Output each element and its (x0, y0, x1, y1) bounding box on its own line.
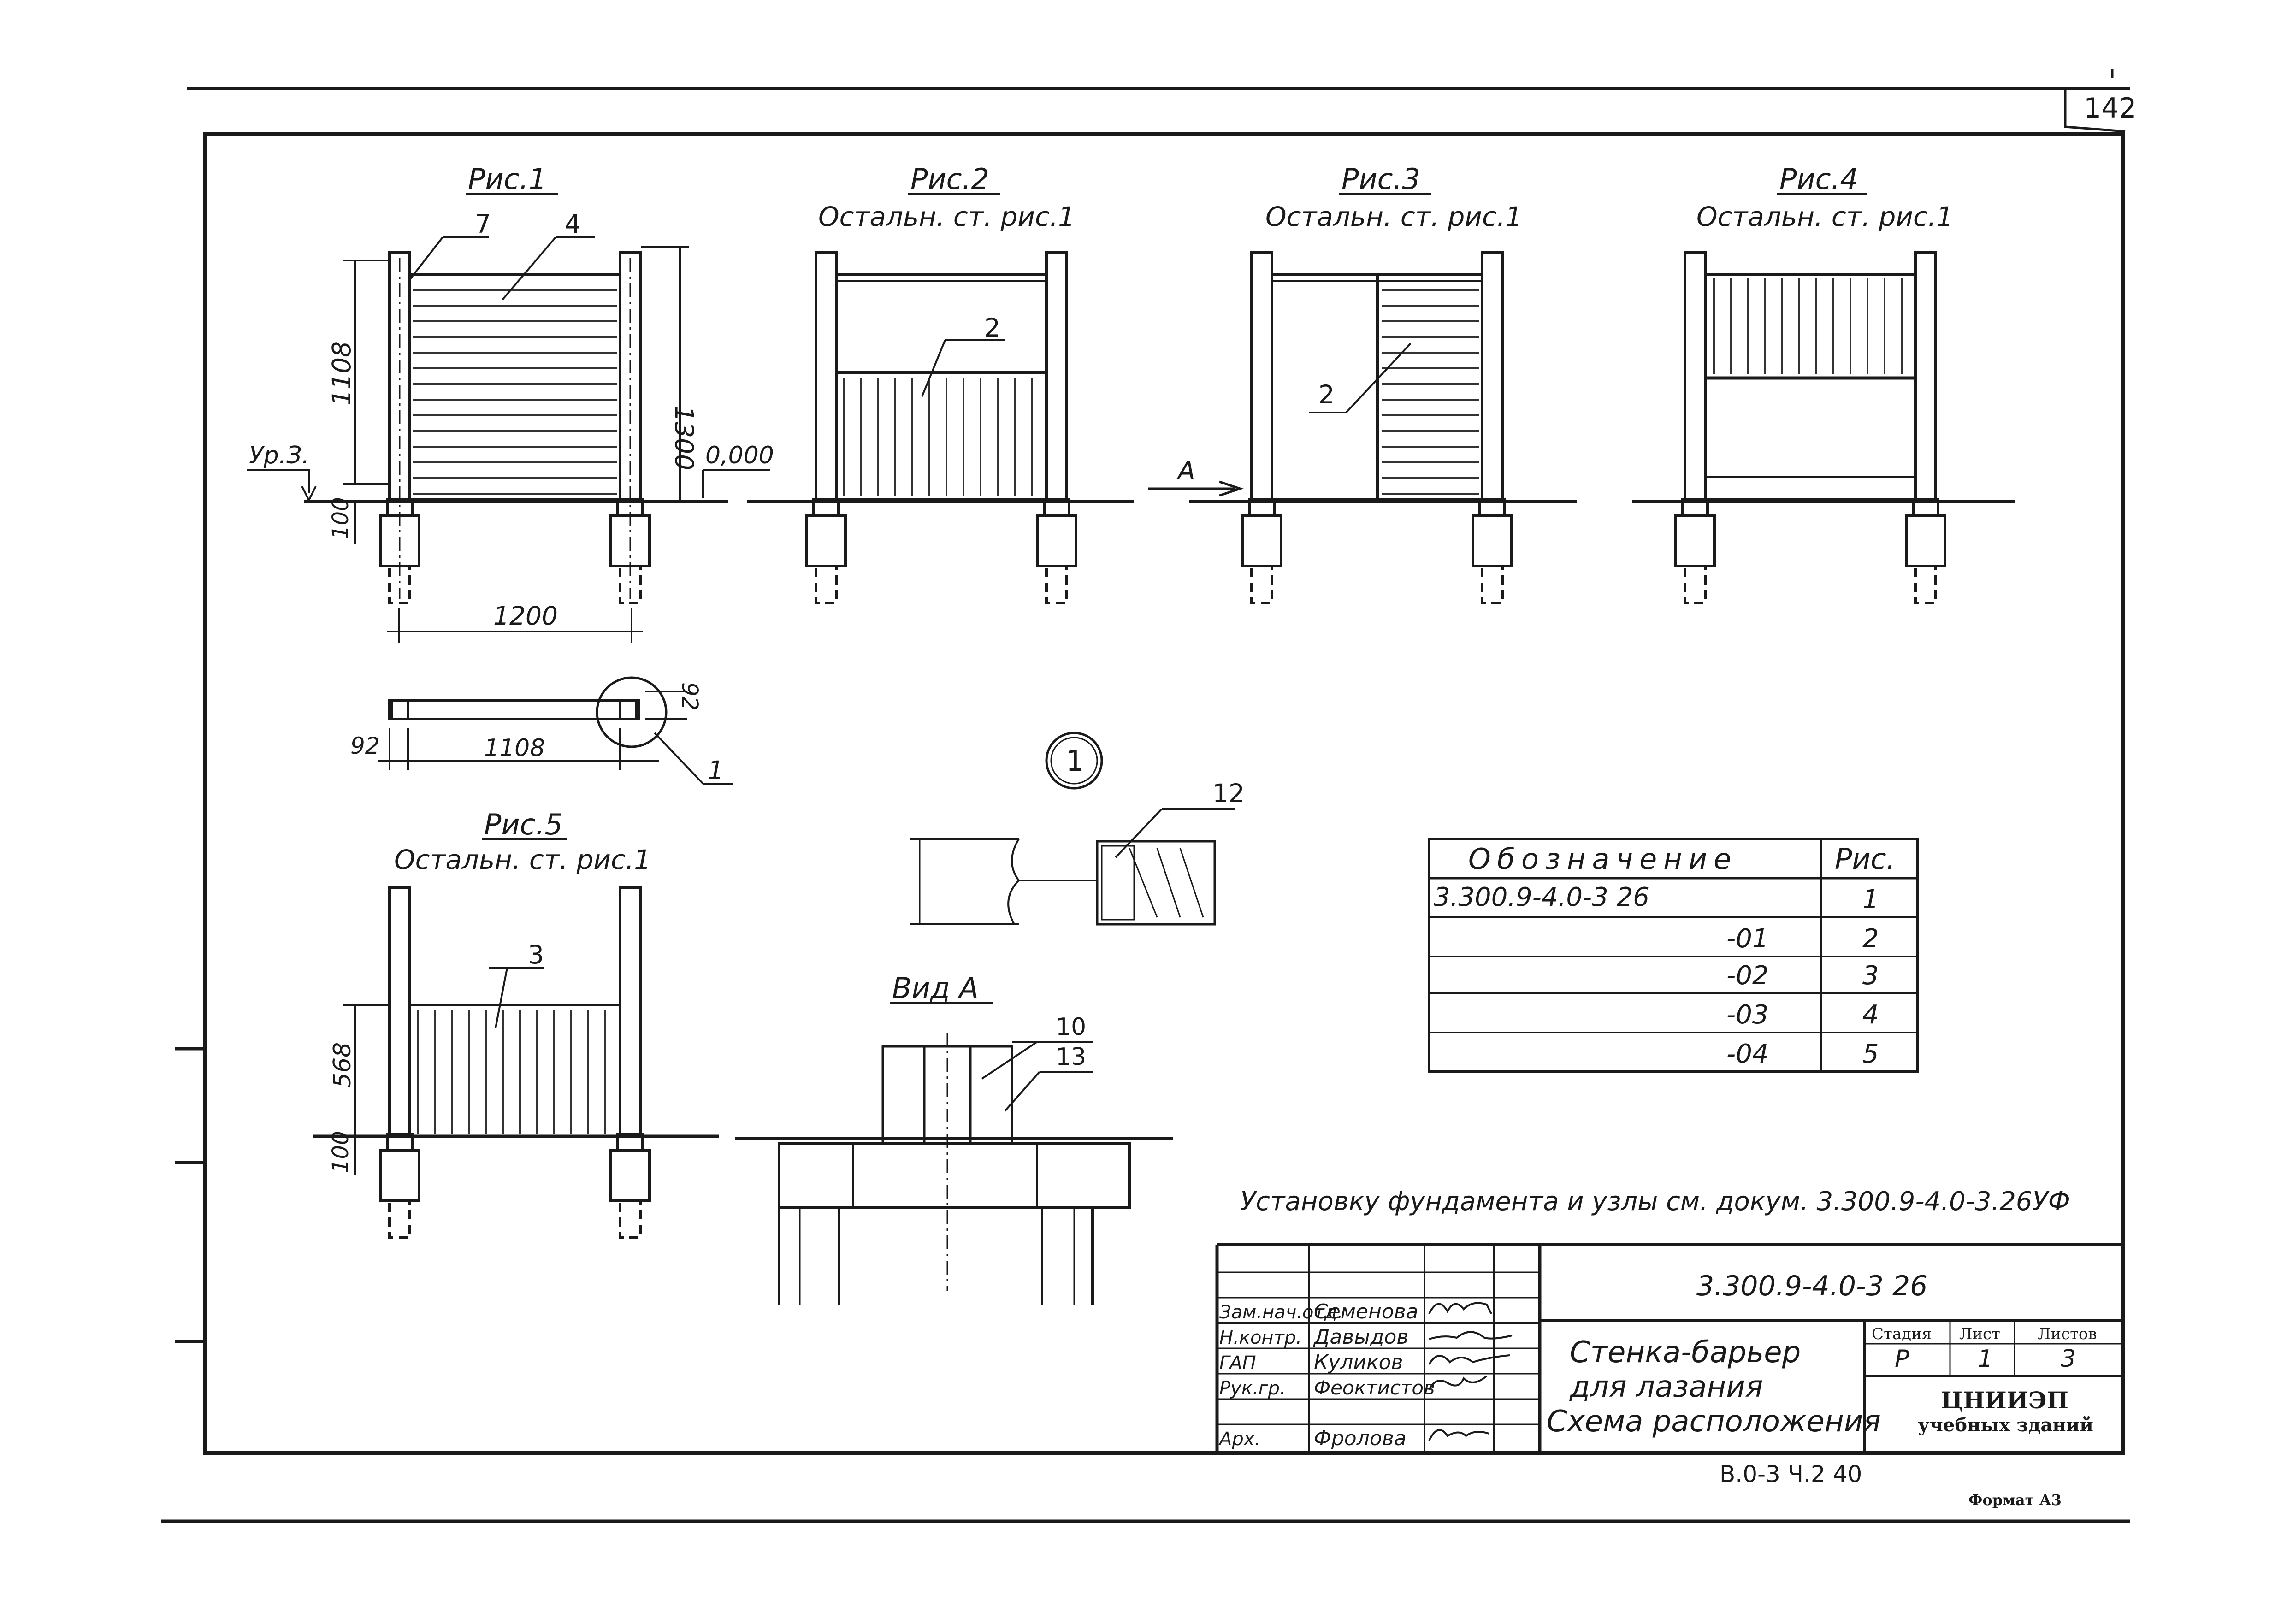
table-row-1-fig: 1 (1862, 885, 1879, 915)
figure-1: Рис.1 7 4 1108 1300 Ур.З. 0,000 100 1200 (247, 162, 774, 643)
org-sub: учебных зданий (1918, 1414, 2093, 1436)
staff-name-2: Давыдов (1313, 1325, 1408, 1349)
table-row-2-fig: 2 (1862, 924, 1879, 954)
bottom-code: В.0-3 Ч.2 40 (1720, 1461, 1862, 1488)
staff-name-1: Семенова (1314, 1300, 1418, 1323)
zero-mark: 0,000 (705, 442, 774, 469)
figure-2-title: Рис.2 (910, 162, 989, 196)
format-label: Формат А3 (1968, 1491, 2062, 1509)
org-name: ЦНИИЭП (1941, 1387, 2068, 1414)
level-label: Ур.З. (249, 442, 309, 469)
figure-3-callout: 2 (1318, 380, 1335, 409)
table-row-3-code: -02 (1726, 961, 1768, 991)
designation-table: Обозначение Рис. 3.300.9-4.0-3 26 1 -01 … (1428, 838, 1919, 1073)
table-row-4-fig: 4 (1862, 1000, 1879, 1030)
dim-1300: 1300 (669, 406, 699, 470)
table-header-designation: Обозначение (1468, 842, 1737, 876)
title-line-3: Схема расположения (1547, 1405, 1881, 1439)
callout-7: 7 (475, 209, 491, 239)
figure-4-title: Рис.4 (1779, 162, 1858, 196)
plan-view: 92 1108 92 1 (350, 676, 733, 785)
figure-5-dim-100: 100 (328, 1131, 354, 1173)
title-block: 3.300.9-4.0-3 26 Зам.нач.отд. Семенова Н… (1215, 1243, 2123, 1453)
dim-100: 100 (328, 497, 354, 539)
table-row-1-code: 3.300.9-4.0-3 26 (1434, 882, 1649, 912)
figure-3-subtitle: Остальн. ст. рис.1 (1265, 201, 1522, 232)
table-row-2-code: -01 (1726, 924, 1768, 954)
node-label: 1 (1066, 744, 1084, 778)
sheets-value: 3 (2061, 1345, 2076, 1373)
figure-4: Рис.4 Остальн. ст. рис.1 (1632, 162, 2015, 604)
figure-5-dim-568: 568 (329, 1042, 356, 1088)
staff-name-3: Куликов (1314, 1351, 1403, 1374)
node-callout-12: 12 (1212, 779, 1245, 808)
staff-role-3: ГАП (1219, 1352, 1256, 1374)
figure-5: Рис.5 Остальн. ст. рис.1 3 568 100 (313, 808, 719, 1239)
figure-3-title: Рис.3 (1342, 162, 1420, 196)
table-row-3-fig: 3 (1862, 961, 1879, 991)
table-row-5-fig: 5 (1862, 1039, 1879, 1069)
sheet-value: 1 (1978, 1345, 1993, 1373)
title-line-1: Стенка-барьер (1570, 1335, 1801, 1370)
table-header-fig: Рис. (1835, 842, 1895, 876)
view-a-callout-10: 10 (1056, 1013, 1086, 1041)
plan-dim-1108: 1108 (484, 734, 545, 762)
plan-node-ref: 1 (708, 756, 724, 785)
figure-4-subtitle: Остальн. ст. рис.1 (1696, 201, 1953, 232)
node-1-detail: 1 12 (910, 732, 1245, 926)
sheet-number: 142 (2084, 92, 2137, 124)
view-arrow-label: А (1176, 456, 1195, 485)
stage-value: Р (1895, 1345, 1909, 1373)
view-a: Вид А 10 13 (735, 971, 1173, 1305)
staff-role-4: Рук.гр. (1219, 1378, 1286, 1399)
plan-dim-92-right: 92 (677, 682, 703, 710)
dim-1108: 1108 (327, 341, 356, 406)
sheet-header: Лист (1959, 1325, 2000, 1343)
figure-1-title: Рис.1 (468, 162, 547, 196)
figure-5-callout: 3 (528, 940, 544, 969)
staff-role-1: Зам.нач.отд. (1219, 1302, 1343, 1323)
plan-dim-92-left: 92 (350, 732, 380, 759)
figure-5-subtitle: Остальн. ст. рис.1 (394, 844, 651, 875)
title-line-2: для лазания (1569, 1370, 1763, 1404)
figure-5-title: Рис.5 (484, 808, 563, 841)
figure-2-callout: 2 (984, 313, 1000, 343)
staff-role-2: Н.контр. (1219, 1327, 1302, 1348)
stage-header: Стадия (1872, 1325, 1932, 1343)
staff-name-5: Фролова (1314, 1427, 1407, 1450)
foundation-note: Установку фундамента и узлы см. докум. 3… (1240, 1187, 2070, 1217)
view-a-title: Вид А (892, 971, 979, 1005)
table-row-5-code: -04 (1726, 1039, 1768, 1069)
staff-role-5: Арх. (1218, 1429, 1260, 1450)
view-a-callout-13: 13 (1056, 1043, 1086, 1071)
sheet-frame (161, 69, 2130, 1523)
table-row-4-code: -03 (1726, 1000, 1768, 1030)
staff-name-4: Феоктистов (1314, 1376, 1435, 1399)
doc-code: 3.300.9-4.0-3 26 (1696, 1270, 1927, 1302)
dim-1200: 1200 (493, 601, 558, 631)
figure-3: Рис.3 Остальн. ст. рис.1 2 А (1148, 162, 1577, 604)
sheets-header: Листов (2038, 1325, 2097, 1343)
signatures (1428, 1302, 1513, 1441)
callout-4: 4 (565, 209, 581, 239)
figure-2-subtitle: Остальн. ст. рис.1 (818, 201, 1075, 232)
figure-2: Рис.2 Остальн. ст. рис.1 2 (747, 162, 1134, 604)
